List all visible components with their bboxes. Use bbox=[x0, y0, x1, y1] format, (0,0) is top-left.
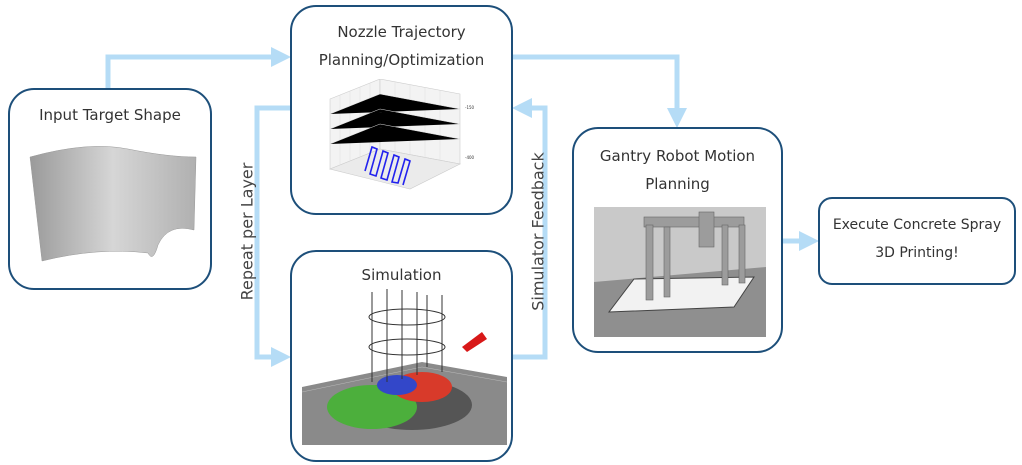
execute-printing-box: Execute Concrete Spray 3D Printing! bbox=[818, 197, 1016, 285]
repeat-per-layer-label: Repeat per Layer bbox=[237, 162, 257, 301]
simulation-image bbox=[302, 289, 507, 445]
simulation-box: Simulation bbox=[290, 250, 513, 462]
gantry-robot-box: Gantry Robot Motion Planning bbox=[572, 127, 783, 353]
box-title: Input Target Shape bbox=[39, 106, 181, 124]
box-title-line2: Planning bbox=[645, 175, 710, 193]
box-title-line1: Nozzle Trajectory bbox=[337, 23, 466, 41]
svg-text:-150: -150 bbox=[465, 105, 475, 110]
box-title: Simulation bbox=[361, 266, 442, 284]
target-shape-image bbox=[29, 146, 197, 262]
box-title-line2: 3D Printing! bbox=[875, 245, 959, 261]
arrow-input-to-nozzle bbox=[105, 47, 291, 88]
box-title-line2: Planning/Optimization bbox=[318, 51, 485, 69]
svg-text:-400: -400 bbox=[465, 155, 475, 160]
gantry-robot-image bbox=[594, 207, 766, 337]
nozzle-trajectory-box: Nozzle Trajectory Planning/Optimization … bbox=[290, 5, 513, 215]
trajectory-3d-plot-image: -150 -400 bbox=[329, 79, 475, 190]
input-target-shape-box: Input Target Shape bbox=[8, 88, 212, 290]
arrow-nozzle-to-gantry bbox=[513, 54, 687, 128]
arrow-repeat-per-layer bbox=[254, 105, 291, 367]
box-title-line1: Execute Concrete Spray bbox=[832, 217, 1002, 233]
box-title-line1: Gantry Robot Motion bbox=[599, 147, 756, 165]
arrow-simulator-feedback bbox=[512, 98, 548, 360]
simulator-feedback-label: Simulator Feedback bbox=[528, 152, 548, 311]
